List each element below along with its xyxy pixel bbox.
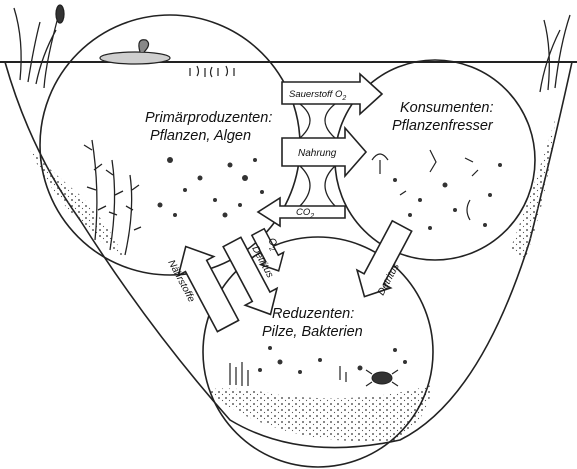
producers-subtitle: Pflanzen, Algen	[150, 128, 251, 144]
sediment-bottom	[205, 385, 432, 441]
reducers-subtitle: Pilze, Bakterien	[262, 324, 363, 340]
reducers-title: Reduzenten:	[272, 306, 354, 322]
consumer-dots	[393, 163, 502, 230]
reeds-right-icon	[540, 15, 570, 92]
beetle-icon	[366, 370, 398, 386]
plankton-icon	[158, 157, 265, 218]
detritus-dots	[258, 346, 407, 374]
producers-title: Primärproduzenten:	[145, 110, 272, 126]
surface-algae-icon	[190, 66, 234, 77]
zooplankton-icon	[372, 150, 478, 220]
reeds-left-icon	[14, 5, 64, 88]
bottom-plants-icon	[230, 362, 346, 386]
consumers-title: Konsumenten:	[400, 100, 494, 116]
floating-plant-icon	[100, 40, 170, 64]
food-label: Nahrung	[298, 148, 337, 159]
consumers-subtitle: Pflanzenfresser	[392, 118, 494, 134]
